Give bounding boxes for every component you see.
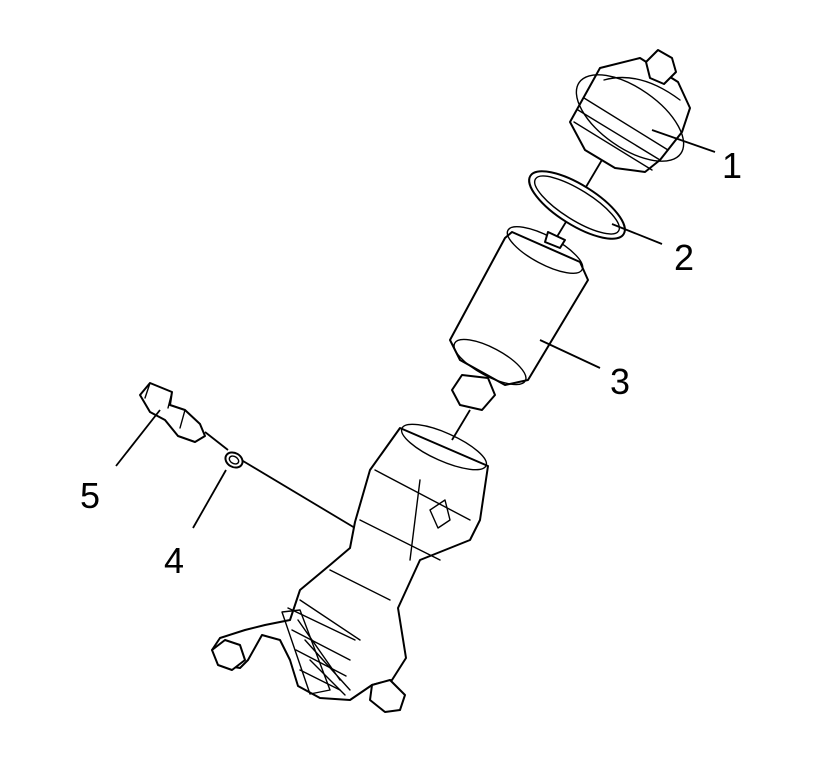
filter-cap <box>569 49 691 173</box>
callout-2: 2 <box>674 237 695 278</box>
callout-5: 5 <box>80 475 101 516</box>
callout-leaders <box>115 129 716 529</box>
callout-1: 1 <box>722 145 743 186</box>
callout-4: 4 <box>164 540 185 581</box>
oil-pressure-sensor <box>139 382 206 443</box>
oil-filter-housing <box>211 423 489 713</box>
o-ring-seal <box>528 170 626 240</box>
filter-element <box>449 226 589 411</box>
sensor-o-ring <box>224 451 244 469</box>
callout-3: 3 <box>610 361 631 402</box>
